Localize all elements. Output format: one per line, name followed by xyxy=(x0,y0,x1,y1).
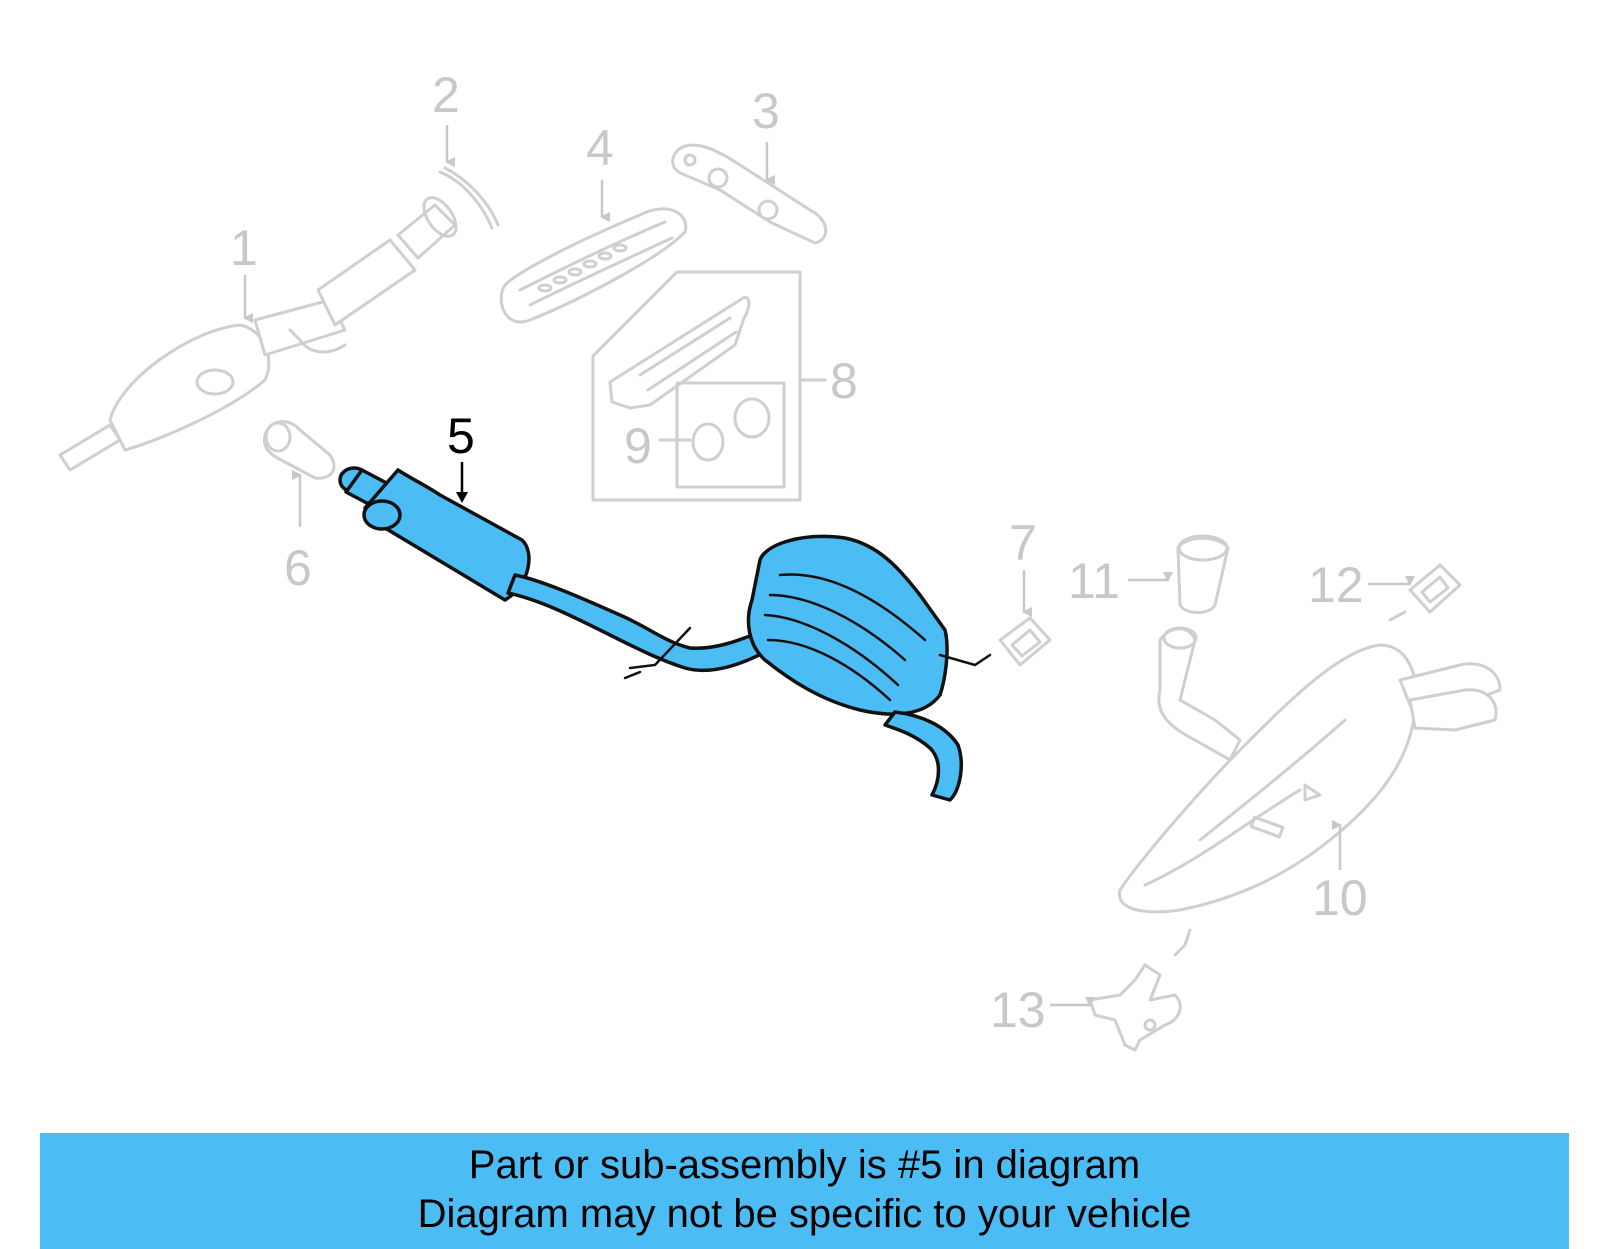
part-5-exhaust-pipe-muffler[interactable] xyxy=(338,466,992,802)
banner-line-disclaimer: Diagram may not be specific to your vehi… xyxy=(417,1192,1192,1236)
part-11-clamp[interactable] xyxy=(1176,534,1230,614)
info-banner: Part or sub-assembly is #5 in diagram Di… xyxy=(40,1133,1569,1249)
part-10-rear-muffler[interactable] xyxy=(1118,610,1502,957)
callout-10: 10 xyxy=(1312,870,1368,926)
part-13-bracket[interactable] xyxy=(1088,963,1182,1052)
callout-3: 3 xyxy=(752,83,780,139)
callout-2: 2 xyxy=(432,67,460,123)
callout-arrows xyxy=(243,125,1415,1007)
part-12-rubber-hanger[interactable] xyxy=(1408,563,1462,614)
callout-1: 1 xyxy=(230,220,258,276)
banner-line-part-number: Part or sub-assembly is #5 in diagram xyxy=(468,1143,1141,1187)
part-1-front-pipe-converter[interactable] xyxy=(58,192,462,472)
callout-9: 9 xyxy=(624,418,652,474)
part-4-heat-shield[interactable] xyxy=(499,207,688,324)
part-9-rubber-mounts[interactable] xyxy=(658,381,786,489)
part-6-clamp[interactable] xyxy=(262,420,336,480)
callout-5: 5 xyxy=(447,408,475,464)
callout-11: 11 xyxy=(1068,553,1120,609)
callout-8: 8 xyxy=(830,353,858,409)
part-8-mounting-kit-box[interactable] xyxy=(591,270,827,502)
callout-13: 13 xyxy=(990,982,1046,1038)
callout-4: 4 xyxy=(586,120,614,176)
callout-12: 12 xyxy=(1308,557,1364,613)
part-7-rubber-hanger[interactable] xyxy=(998,616,1052,667)
part-3-bracket[interactable] xyxy=(671,143,828,245)
callout-7: 7 xyxy=(1009,515,1037,571)
callout-6: 6 xyxy=(284,540,312,596)
part-2-gasket[interactable] xyxy=(438,166,500,230)
